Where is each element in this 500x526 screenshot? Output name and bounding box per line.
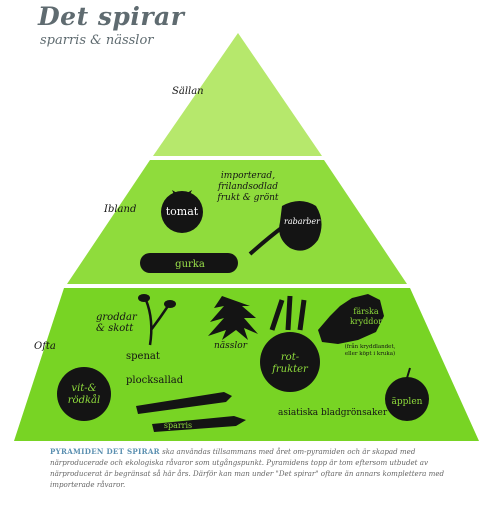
asparagus-icon (136, 392, 246, 432)
cabbage-icon (57, 367, 111, 421)
cabbage-label-1: vit-& (71, 383, 96, 394)
purslane-label: plocksallad (126, 375, 184, 386)
level-label-sometimes: Ibland (103, 204, 136, 215)
caption-body: ska användas tillsammans med året om-pyr… (50, 447, 445, 489)
pyramid-title: Det spirar (38, 2, 185, 31)
spinach-label: spenat (126, 351, 160, 362)
caption: PYRAMIDEN DET SPIRAR ska användas tillsa… (50, 446, 448, 490)
tomato-label: tomat (166, 205, 199, 218)
level-label-often: Ofta (34, 341, 56, 352)
apple-icon (385, 367, 429, 421)
nettles-label: nässlor (214, 341, 248, 351)
rhubarb-label: rabarber (284, 217, 321, 226)
imported-produce-label-3: frukt & grönt (216, 193, 279, 203)
tier-top (153, 33, 322, 156)
cucumber-icon (140, 253, 238, 273)
apples-label: äpplen (392, 397, 423, 407)
herbs-note-1: (från kryddlandet, (345, 343, 396, 350)
sprouts-icon (138, 294, 176, 346)
herbs-label-2: kryddor (350, 317, 382, 326)
cabbage-label-2: rödkål (68, 394, 100, 406)
rhubarb-icon (248, 201, 322, 256)
sprouts-label-2: & skott (96, 323, 134, 334)
roots-label-2: frukter (271, 364, 309, 375)
roots-label-1: rot- (281, 352, 300, 363)
imported-produce-label-1: importerad, (221, 171, 275, 181)
caption-heading: PYRAMIDEN DET SPIRAR (50, 447, 160, 456)
level-label-rarely: Sällan (172, 86, 204, 97)
pyramid-subtitle: sparris & nässlor (40, 33, 154, 48)
tomato-icon (161, 190, 203, 233)
herbs-label-1: färska (353, 307, 379, 316)
cucumber-label: gurka (175, 259, 205, 270)
herbs-note-2: eller köpt i kruka) (345, 350, 395, 357)
sprouts-label-1: groddar (96, 312, 138, 323)
asian-greens-label: asiatiska bladgrönsaker (278, 408, 388, 418)
root-vegetable-icon (260, 295, 320, 392)
asparagus-label: sparris (164, 421, 192, 430)
herbs-icon (318, 294, 384, 344)
nettle-icon (208, 296, 258, 340)
imported-produce-label-2: frilandsodlad (217, 182, 278, 192)
